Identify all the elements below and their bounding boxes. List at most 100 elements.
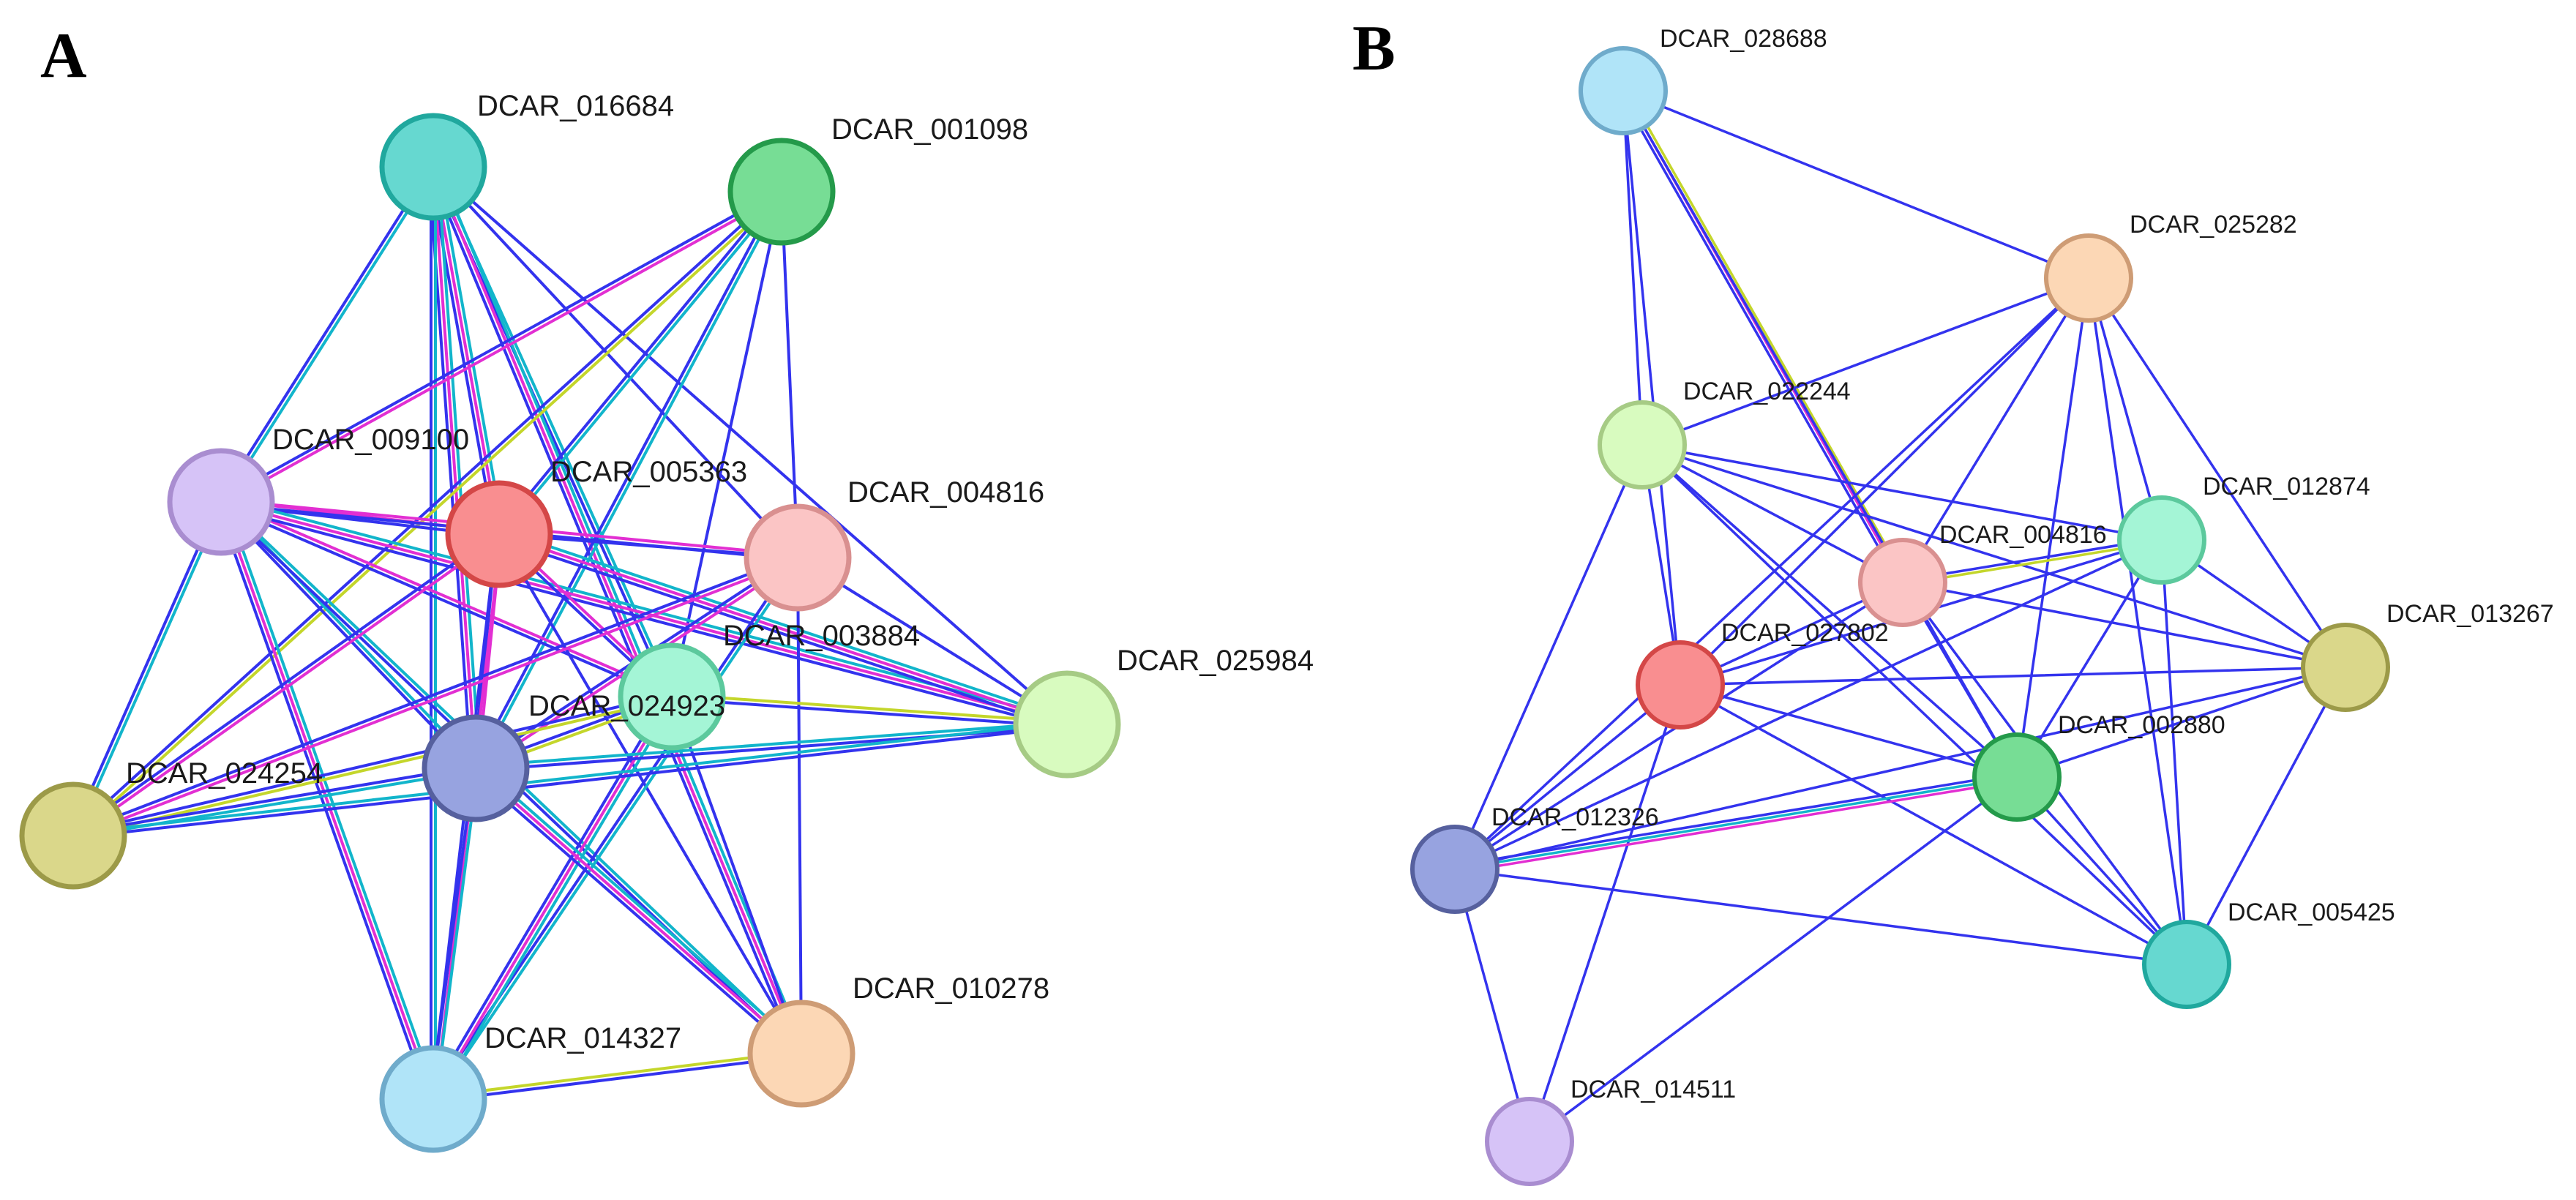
node-b-dcar_012874[interactable]: DCAR_012874 (2117, 473, 2370, 585)
node-circle[interactable] (167, 448, 275, 556)
node-circle[interactable] (1636, 640, 1725, 730)
edge-a-dcar_005363-dcar_025984 (496, 528, 1070, 730)
node-b-dcar_027802[interactable]: DCAR_027802 (1636, 619, 1889, 730)
edge-strand-blue (427, 692, 670, 1098)
edge-a-dcar_003884-dcar_014327 (427, 692, 678, 1103)
panel-a-nodes: DCAR_016684DCAR_001098DCAR_009100DCAR_00… (19, 90, 1314, 1153)
node-b-dcar_013267[interactable]: DCAR_013267 (2301, 600, 2554, 712)
edge-strand-yellow (73, 192, 785, 839)
node-circle[interactable] (19, 781, 127, 890)
edge-a-dcar_001098-dcar_003884 (670, 190, 783, 698)
edge-strand-blue (670, 190, 783, 698)
node-circle[interactable] (422, 714, 530, 822)
edge-strand-blue (496, 536, 1068, 730)
node-circle[interactable] (618, 642, 726, 751)
node-a-dcar_001098[interactable]: DCAR_001098 (727, 113, 1028, 246)
edge-strand-magenta (72, 534, 502, 839)
edge-b-dcar_027802-dcar_002880 (1679, 683, 2018, 779)
node-b-dcar_002880[interactable]: DCAR_002880 (1972, 711, 2225, 822)
node-circle[interactable] (747, 1000, 855, 1108)
edge-b-dcar_025282-dcar_004816 (1901, 277, 2090, 584)
edge-strand-blue (70, 499, 221, 836)
edge-strand-blue (70, 530, 500, 836)
edge-strand-blue (1453, 666, 2347, 871)
edge-strand-magenta (220, 498, 675, 697)
edge-strand-blue (1528, 776, 2018, 1143)
edge-strand-blue (1622, 89, 2090, 280)
edge-strand-cyan (223, 498, 439, 1099)
edge-b-dcar_022244-dcar_002880 (1641, 443, 2018, 779)
node-label: DCAR_010278 (853, 972, 1049, 1005)
edge-b-dcar_028688-dcar_025282 (1622, 89, 2090, 280)
panel-b-nodes: DCAR_028688DCAR_025282DCAR_022244DCAR_01… (1410, 25, 2554, 1186)
node-b-dcar_025282[interactable]: DCAR_025282 (2044, 211, 2297, 323)
edge-strand-blue (1453, 868, 1531, 1143)
edge-b-dcar_027802-dcar_005425 (1679, 683, 2188, 966)
node-a-dcar_010278[interactable]: DCAR_010278 (747, 972, 1049, 1108)
edge-strand-blue (1453, 868, 2188, 966)
node-a-dcar_009100[interactable]: DCAR_009100 (167, 424, 469, 556)
node-circle[interactable] (1579, 46, 1668, 135)
node-circle[interactable] (2117, 495, 2206, 585)
node-label: DCAR_022244 (1683, 378, 1851, 405)
edge-strand-magenta (220, 192, 785, 506)
node-circle[interactable] (1858, 538, 1947, 627)
node-a-dcar_005363[interactable]: DCAR_005363 (445, 456, 747, 588)
node-circle[interactable] (727, 138, 836, 246)
edge-a-dcar_003884-dcar_025984 (670, 693, 1069, 728)
edge-strand-blue (71, 765, 477, 836)
edge-b-dcar_022244-dcar_012326 (1453, 443, 1644, 871)
edge-strand-cyan (433, 557, 801, 1102)
edge-strand-blue (498, 533, 803, 1055)
node-circle[interactable] (379, 113, 487, 221)
edge-strand-blue (1679, 683, 2188, 966)
node-a-dcar_003884[interactable]: DCAR_003884 (618, 620, 920, 751)
node-b-dcar_004816[interactable]: DCAR_004816 (1858, 521, 2107, 627)
node-circle[interactable] (1598, 400, 1687, 490)
edge-strand-blue (1453, 443, 1644, 871)
node-circle[interactable] (2142, 920, 2231, 1009)
edge-strand-blue (432, 1054, 804, 1103)
node-label: DCAR_004816 (1939, 521, 2107, 549)
edge-b-dcar_002880-dcar_014511 (1528, 776, 2018, 1143)
node-a-dcar_004816[interactable]: DCAR_004816 (744, 476, 1044, 612)
edge-a-dcar_009100-dcar_014327 (215, 498, 439, 1103)
node-circle[interactable] (379, 1045, 487, 1153)
edge-strand-blue (1641, 277, 2090, 446)
node-circle[interactable] (744, 503, 852, 612)
edge-strand-magenta (432, 165, 501, 536)
node-a-dcar_014327[interactable]: DCAR_014327 (379, 1022, 681, 1153)
node-label: DCAR_014511 (1570, 1076, 1736, 1103)
edge-strand-magenta (498, 533, 1068, 726)
edge-strand-blue (670, 695, 803, 1055)
edge-strand-blue (217, 164, 433, 503)
edge-strand-blue (796, 556, 803, 1055)
node-circle[interactable] (1485, 1097, 1574, 1186)
edge-a-dcar_005363-dcar_010278 (498, 533, 803, 1055)
node-circle[interactable] (1972, 732, 2062, 822)
node-b-dcar_028688[interactable]: DCAR_028688 (1579, 25, 1827, 135)
node-circle[interactable] (1410, 825, 1499, 914)
edge-a-dcar_016684-dcar_004816 (432, 165, 799, 559)
node-a-dcar_024923[interactable]: DCAR_024923 (422, 690, 725, 822)
edge-strand-blue (1453, 683, 1682, 871)
node-b-dcar_012326[interactable]: DCAR_012326 (1410, 803, 1659, 914)
node-circle[interactable] (2301, 623, 2390, 712)
node-circle[interactable] (2044, 233, 2133, 323)
node-a-dcar_016684[interactable]: DCAR_016684 (379, 90, 674, 221)
node-a-dcar_024254[interactable]: DCAR_024254 (19, 757, 323, 890)
edge-b-dcar_027802-dcar_013267 (1679, 666, 2347, 686)
node-label: DCAR_009100 (272, 424, 469, 456)
node-b-dcar_022244[interactable]: DCAR_022244 (1598, 378, 1851, 490)
node-b-dcar_014511[interactable]: DCAR_014511 (1485, 1076, 1736, 1186)
node-label: DCAR_027802 (1721, 619, 1889, 647)
node-circle[interactable] (1013, 670, 1121, 779)
node-a-dcar_025984[interactable]: DCAR_025984 (1013, 645, 1314, 779)
edge-b-dcar_004816-dcar_013267 (1901, 581, 2347, 669)
edge-b-dcar_028688-dcar_022244 (1622, 89, 1644, 446)
node-b-dcar_005425[interactable]: DCAR_005425 (2142, 899, 2395, 1009)
node-circle[interactable] (445, 480, 553, 588)
edge-b-dcar_022244-dcar_013267 (1641, 443, 2347, 669)
edge-strand-blue (670, 697, 1068, 728)
